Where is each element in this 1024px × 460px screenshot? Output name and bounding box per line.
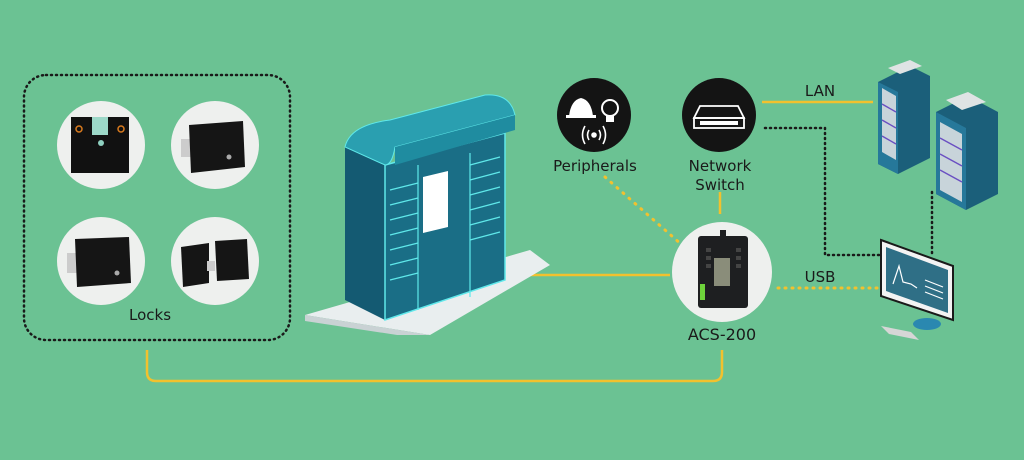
controller-node[interactable] (672, 222, 772, 322)
light-bulb-icon (601, 99, 619, 122)
network-switch-label: Network Switch (670, 157, 770, 195)
network-switch-label-line1: Network (688, 157, 752, 175)
parcel-locker-icon (305, 94, 550, 335)
lock-1[interactable] (57, 101, 145, 189)
network-switch-icon (692, 105, 746, 129)
switch-to-computer-wire (763, 126, 882, 257)
lock-3-icon (67, 237, 131, 287)
controller-icon (698, 230, 748, 308)
lan-label: LAN (804, 82, 836, 100)
lock-1-icon (71, 117, 129, 173)
peripherals-to-controller-wire (603, 175, 684, 247)
lock-2-icon (181, 121, 245, 173)
lock-3[interactable] (57, 217, 145, 305)
network-switch-label-line2: Switch (695, 176, 745, 194)
usb-label: USB (804, 268, 836, 286)
peripherals-node[interactable] (557, 78, 631, 152)
wireless-signal-icon (581, 125, 607, 145)
lock-2[interactable] (171, 101, 259, 189)
locks-label: Locks (128, 306, 172, 324)
server-1 (878, 60, 930, 174)
server-rack-icon (878, 60, 998, 210)
lock-4[interactable] (171, 217, 259, 305)
network-switch-node[interactable] (682, 78, 756, 152)
bell-icon (569, 98, 593, 116)
keyboard-icon (881, 326, 919, 340)
controller-label: ACS-200 (687, 325, 757, 344)
peripherals-label: Peripherals (553, 157, 637, 175)
locks-to-controller-wire (145, 350, 724, 383)
lock-4-icon (181, 239, 249, 287)
monitor-icon (880, 238, 954, 340)
server-2 (936, 92, 998, 210)
locks-group-border (22, 73, 292, 342)
